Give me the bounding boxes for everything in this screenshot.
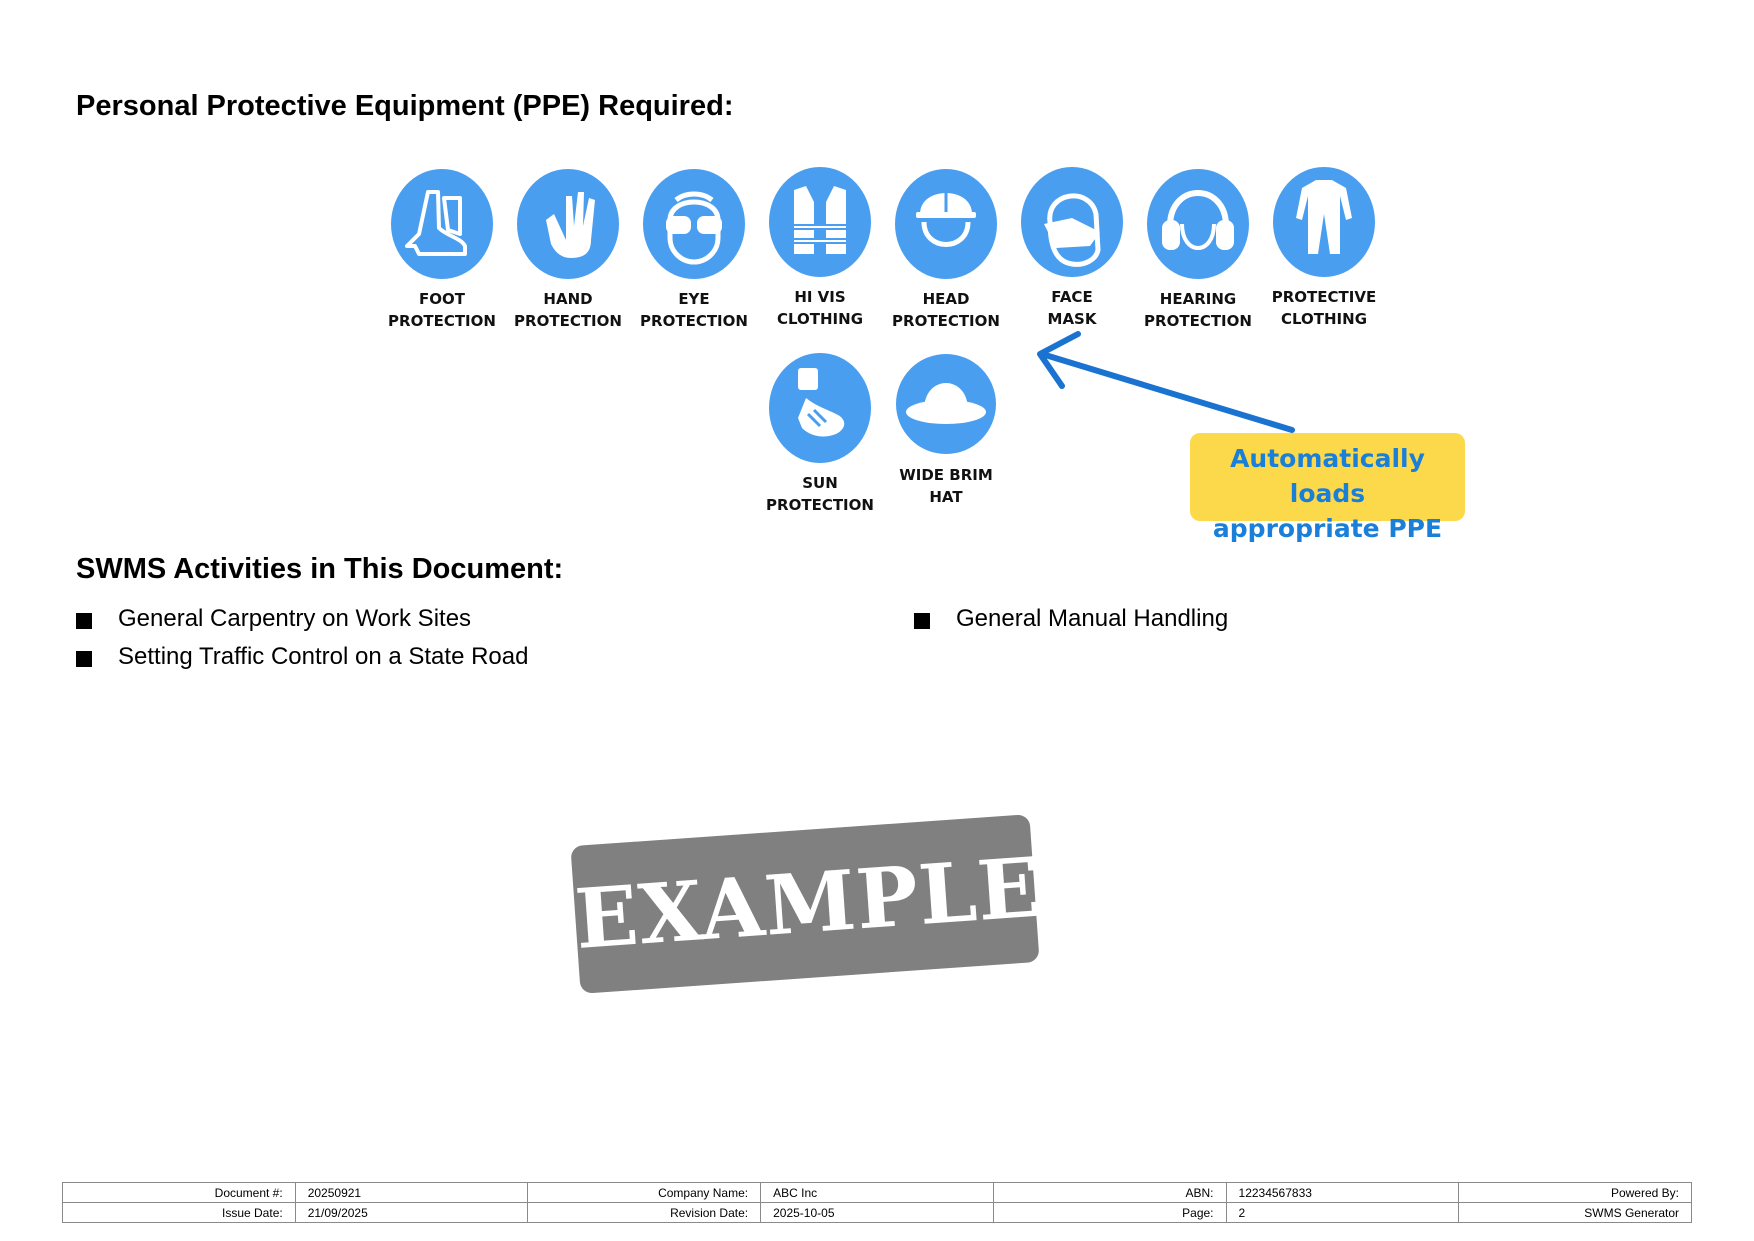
callout-note: Automatically loads appropriate PPE: [1190, 433, 1465, 543]
bullet-icon: [76, 651, 92, 667]
ppe-label: HAND PROTECTION: [514, 290, 622, 330]
ppe-label: HEAD PROTECTION: [892, 290, 1000, 330]
document-number-value: 20250921: [294, 1182, 529, 1203]
document-number-label: Document #:: [62, 1182, 296, 1203]
ppe-heading: Personal Protective Equipment (PPE) Requ…: [76, 90, 734, 122]
ppe-label: SUN PROTECTION: [766, 474, 874, 514]
abn-label: ABN:: [992, 1182, 1227, 1203]
revision-date-value: 2025-10-05: [760, 1202, 994, 1223]
arrow-icon: [1037, 331, 1295, 433]
ppe-foot-protection: FOOT PROTECTION: [377, 168, 507, 332]
company-name-value: ABC Inc: [760, 1182, 994, 1203]
ppe-label: EYE PROTECTION: [640, 290, 748, 330]
ppe-eye-protection: EYE PROTECTION: [629, 168, 759, 332]
vest-icon: [769, 167, 871, 277]
ppe-label: HI VIS CLOTHING: [776, 288, 863, 328]
coverall-icon: [1273, 167, 1375, 277]
document-footer: Document #: 20250921 Company Name: ABC I…: [62, 1182, 1692, 1223]
ear-muffs-icon: [1147, 169, 1249, 279]
issue-date-label: Issue Date:: [62, 1202, 296, 1223]
issue-date-value: 21/09/2025: [294, 1202, 529, 1223]
sunscreen-icon: [769, 353, 871, 463]
boot-icon: [391, 169, 493, 279]
ppe-label: WIDE BRIM HAT: [899, 466, 993, 506]
glove-icon: [517, 169, 619, 279]
bullet-icon: [76, 613, 92, 629]
ppe-wide-brim-hat: WIDE BRIM HAT: [881, 352, 1011, 508]
ppe-hearing-protection: HEARING PROTECTION: [1133, 168, 1263, 332]
activities-heading: SWMS Activities in This Document:: [76, 553, 564, 585]
ppe-head-protection: HEAD PROTECTION: [881, 168, 1011, 332]
ppe-protective-clothing: PROTECTIVE CLOTHING: [1259, 166, 1389, 330]
face-mask-icon: [1021, 167, 1123, 277]
wide-brim-hat-icon: [896, 354, 996, 454]
ppe-hi-vis-clothing: HI VIS CLOTHING: [755, 166, 885, 330]
activity-item: General Manual Handling: [956, 605, 1229, 632]
bullet-icon: [914, 613, 930, 629]
ppe-face-mask: FACE MASK: [1007, 166, 1137, 330]
page-label: Page:: [992, 1202, 1227, 1223]
ppe-hand-protection: HAND PROTECTION: [503, 168, 633, 332]
activity-item: Setting Traffic Control on a State Road: [118, 643, 529, 670]
ppe-label: PROTECTIVE CLOTHING: [1271, 288, 1377, 328]
ppe-sun-protection: SUN PROTECTION: [755, 352, 885, 516]
powered-by-value: SWMS Generator: [1458, 1202, 1692, 1223]
revision-date-label: Revision Date:: [527, 1202, 762, 1223]
powered-by-label: Powered By:: [1458, 1182, 1692, 1203]
ppe-label: HEARING PROTECTION: [1144, 290, 1252, 330]
hard-hat-icon: [895, 169, 997, 279]
goggles-icon: [643, 169, 745, 279]
page-value: 2: [1225, 1202, 1460, 1223]
ppe-label: FOOT PROTECTION: [388, 290, 496, 330]
company-name-label: Company Name:: [527, 1182, 762, 1203]
example-stamp: EXAMPLE: [570, 814, 1044, 994]
ppe-label: FACE MASK: [1047, 288, 1097, 328]
activity-item: General Carpentry on Work Sites: [118, 605, 472, 632]
abn-value: 12234567833: [1225, 1182, 1460, 1203]
